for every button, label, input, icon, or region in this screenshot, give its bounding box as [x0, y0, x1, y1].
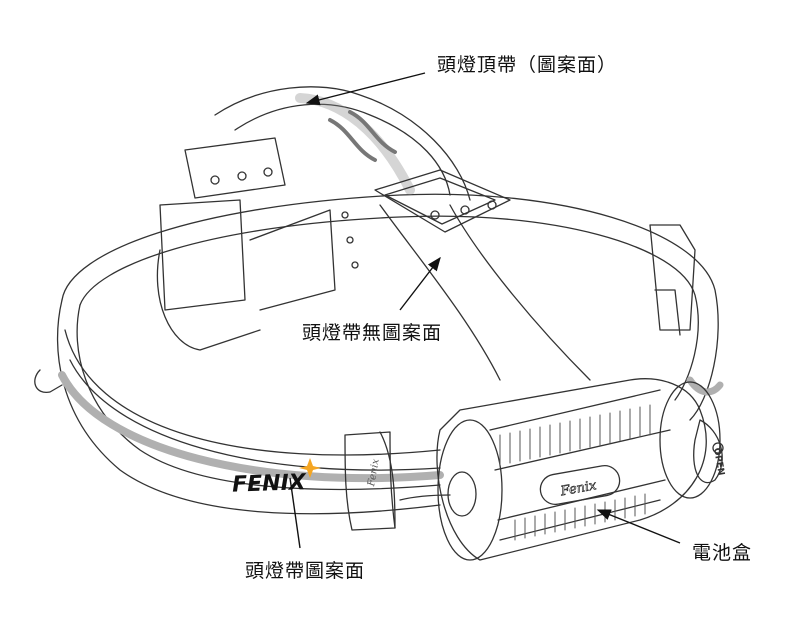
- callout-strap-plain-side: 頭燈帶無圖案面: [302, 322, 443, 344]
- buckle-logo-text: Fenix: [366, 458, 382, 488]
- callout-strap-pattern-side: 頭燈帶圖案面: [245, 560, 366, 582]
- band-buckle: [344, 431, 396, 531]
- callout-battery-box: 電池盒: [692, 542, 753, 564]
- center-buckle: [374, 169, 511, 233]
- band-logo-text: FENIX: [232, 470, 307, 498]
- band-stripe: [58, 371, 444, 483]
- callout-top-strap-pattern-side: 頭燈頂帶（圖案面）: [437, 54, 618, 76]
- logo-star-icon: [299, 458, 321, 478]
- battery-box: [399, 378, 724, 561]
- battery-logo-text: Fenix: [559, 478, 599, 499]
- leader-battery: [596, 509, 681, 544]
- open-label: OPEN: [711, 447, 726, 476]
- leader-top-strap: [305, 72, 426, 106]
- left-buckle: [156, 137, 359, 351]
- leader-strap-plain: [399, 256, 441, 311]
- band-logo: FENIX: [232, 458, 321, 498]
- head-band: [34, 193, 724, 515]
- leader-strap-pattern: [289, 477, 301, 549]
